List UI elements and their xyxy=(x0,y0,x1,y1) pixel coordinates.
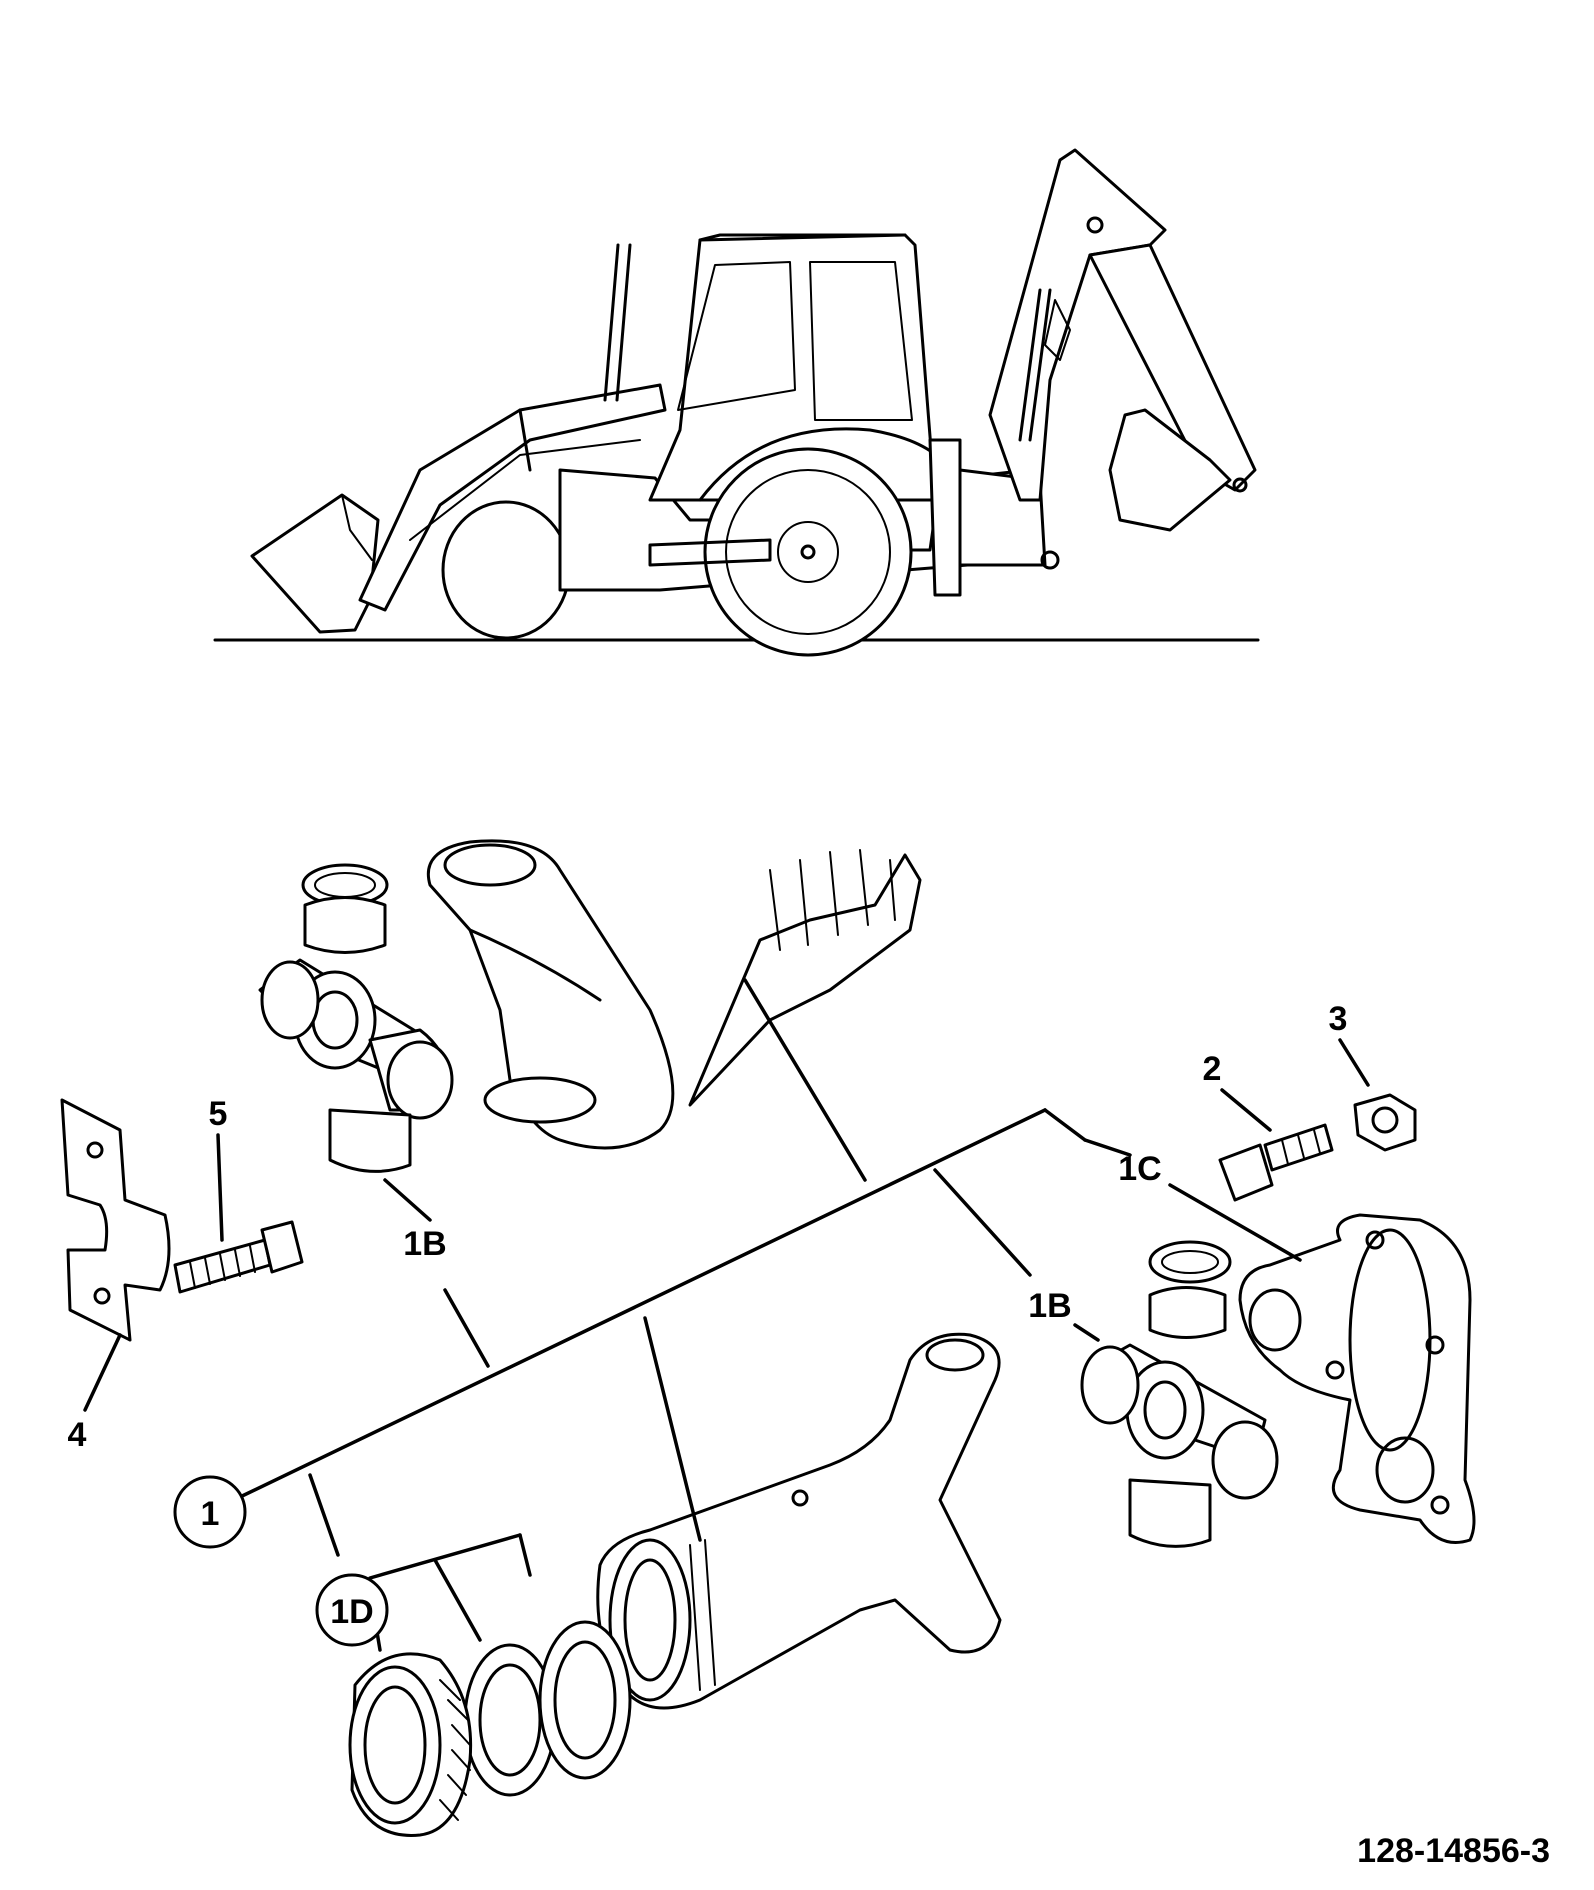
drive-shaft-location xyxy=(648,538,772,567)
callout-label-1c: 1C xyxy=(1118,1150,1161,1188)
cab xyxy=(648,233,937,502)
bracket xyxy=(60,1098,171,1342)
callout-circle xyxy=(315,1573,389,1647)
exhaust-stack xyxy=(603,243,620,402)
callout-label-1b-right: 1B xyxy=(1028,1287,1071,1325)
loader-arm xyxy=(358,383,667,612)
callout-label-5: 5 xyxy=(209,1095,228,1133)
seal-cap-nut xyxy=(348,1652,473,1837)
callout-label-1: 1 xyxy=(201,1495,220,1533)
leader-lines xyxy=(83,978,1370,1652)
bolt-2 xyxy=(1218,1123,1334,1202)
callout-label-3: 3 xyxy=(1329,1000,1348,1038)
nut-3 xyxy=(1353,1093,1417,1152)
callout-label-1b-left: 1B xyxy=(403,1225,446,1263)
callout-label-2: 2 xyxy=(1203,1050,1222,1088)
universal-joint-right xyxy=(1080,1240,1279,1548)
circlip-right xyxy=(1148,1240,1232,1284)
callout-1: 1 xyxy=(173,1475,247,1549)
backhoe-bucket xyxy=(1108,408,1232,532)
universal-joint-left xyxy=(258,863,454,1173)
slip-yoke xyxy=(596,1332,1002,1710)
stabilizer-leg xyxy=(928,438,962,597)
splined-yoke xyxy=(427,839,922,1150)
flange-yoke xyxy=(1238,1213,1476,1544)
drawing-number: 128-14856-3 xyxy=(1357,1832,1550,1870)
callout-1d: 1D xyxy=(315,1573,389,1647)
backhoe-loader-illustration xyxy=(213,148,1260,657)
front-wheel xyxy=(441,500,571,640)
loader-bucket xyxy=(250,493,380,634)
bolt-5 xyxy=(173,1220,304,1294)
callout-circle xyxy=(173,1475,247,1549)
rear-wheel xyxy=(703,447,913,657)
seal-washers xyxy=(463,1620,632,1797)
yoke-body xyxy=(427,839,675,1150)
callout-label-1d: 1D xyxy=(330,1593,373,1631)
callout-label-4: 4 xyxy=(68,1416,87,1454)
